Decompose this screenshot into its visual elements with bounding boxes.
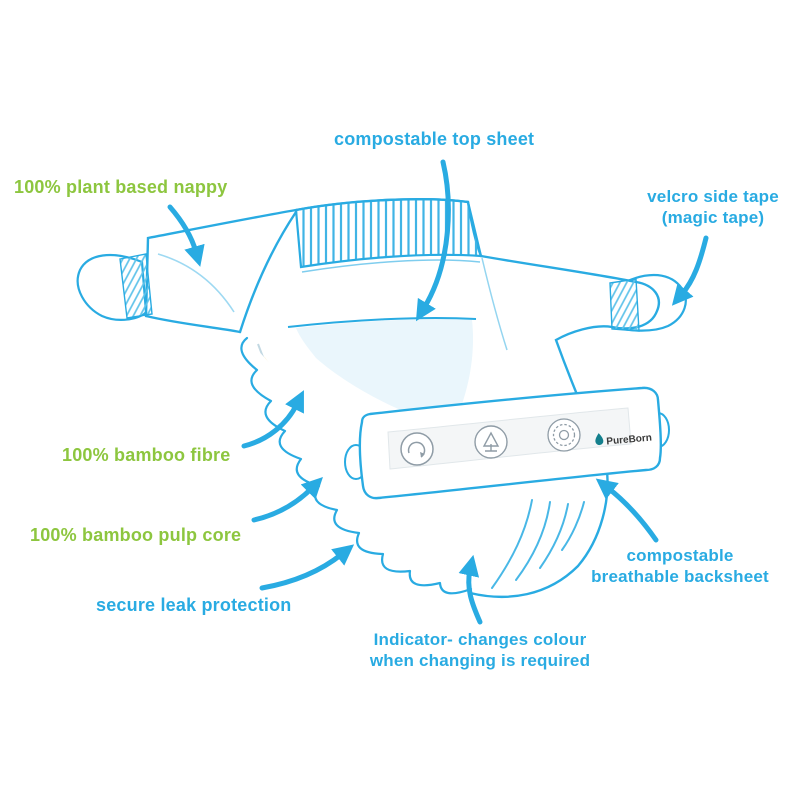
brand-logo: PureBorn xyxy=(595,433,652,448)
arrow-indicator xyxy=(458,554,483,625)
arrow-plant-nappy xyxy=(167,204,205,267)
label-backsheet-line2: breathable backsheet xyxy=(591,567,769,587)
label-indicator-line2: when changing is required xyxy=(369,651,591,671)
right-velcro-hatch xyxy=(609,278,640,332)
back-panel: PureBorn xyxy=(358,386,663,500)
label-top-sheet: compostable top sheet xyxy=(334,129,535,149)
arrow-velcro-tape xyxy=(671,235,709,306)
fold-lines xyxy=(491,499,585,589)
arrow-backsheet xyxy=(595,478,659,543)
label-plant-nappy: 100% plant based nappy xyxy=(14,177,228,197)
label-velcro-line2: (magic tape) xyxy=(661,208,765,228)
certified-badge-icon xyxy=(547,418,581,452)
inner-sheet xyxy=(296,318,474,428)
wing-fold-line xyxy=(157,253,235,313)
top-sheet-edge xyxy=(287,316,477,328)
brand-text: PureBorn xyxy=(606,433,652,448)
arrow-secure-leak xyxy=(259,544,355,591)
side-seam-line xyxy=(481,257,508,351)
label-indicator-line1: Indicator- changes colour xyxy=(373,630,587,649)
recycle-badge-icon xyxy=(400,432,434,466)
label-velcro-line1: velcro side tape xyxy=(647,187,779,206)
label-bamboo-fibre: 100% bamboo fibre xyxy=(62,445,231,465)
arrow-pulp-core xyxy=(251,477,323,523)
label-backsheet-line1: compostable xyxy=(626,546,734,565)
label-velcro-tape: velcro side tape (magic tape) xyxy=(632,186,794,229)
label-indicator: Indicator- changes colour when changing … xyxy=(355,629,605,672)
label-secure-leak: secure leak protection xyxy=(96,595,292,615)
label-backsheet: compostable breathable backsheet xyxy=(572,545,788,588)
label-pulp-core: 100% bamboo pulp core xyxy=(30,525,242,545)
tree-badge-icon xyxy=(474,425,508,459)
arrow-bamboo-fibre xyxy=(241,390,304,449)
left-velcro-hatch xyxy=(119,253,153,319)
waistband xyxy=(294,198,483,273)
arrow-top-sheet xyxy=(415,159,451,322)
droplet-logo-icon xyxy=(595,433,604,446)
